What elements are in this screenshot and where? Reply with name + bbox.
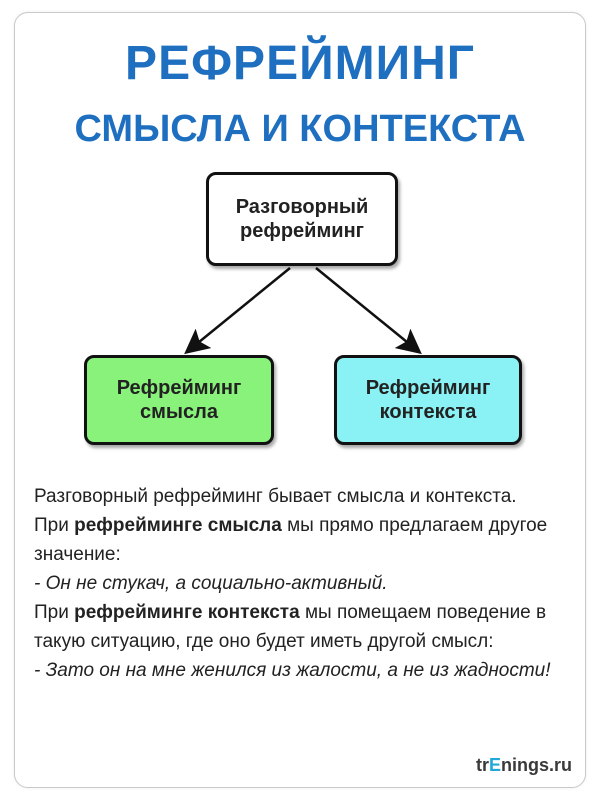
arrow-to-left-node (184, 267, 291, 355)
title-line-1: РЕФРЕЙМИНГ (125, 37, 475, 90)
node-context-reframing: Рефрейминг контекста (334, 355, 522, 445)
paragraph-meaning-example: - Он не стукач, а социально-активный. (34, 569, 574, 598)
title-line-2: СМЫСЛА И КОНТЕКСТА (74, 108, 526, 150)
paragraph-meaning: При рефрейминге смысла мы прямо предлага… (34, 511, 574, 569)
p4-suffix: мы помещаем поведение в такую ситуацию, … (34, 602, 547, 652)
arrow-to-right-node (315, 267, 422, 355)
paragraph-context: При рефрейминге контекста мы помещаем по… (34, 598, 574, 656)
p3-italic: - Он не стукач, а социально-активный. (34, 573, 388, 594)
logo-part-1: tr (475, 755, 489, 775)
p4-bold: рефрейминге контекста (74, 602, 300, 623)
logo-part-3: nings.ru (501, 755, 572, 775)
logo-part-2: E (488, 755, 501, 775)
node-conversational-reframing: Разговорный рефрейминг (206, 172, 398, 266)
node-left-label: Рефрейминг смысла (116, 377, 242, 423)
paragraph-context-example: - Зато он на мне женился из жалости, а н… (34, 656, 574, 685)
site-logo: trEnings.ru (476, 755, 572, 776)
p2-bold: рефрейминге смысла (74, 515, 282, 536)
explanation-text: Разговорный рефрейминг бывает смысла и к… (34, 482, 574, 685)
p5-italic: - Зато он на мне женился из жалости, а н… (34, 660, 551, 681)
p4-prefix: При (34, 602, 75, 623)
node-top-label: Разговорный рефрейминг (235, 196, 369, 242)
node-meaning-reframing: Рефрейминг смысла (84, 355, 274, 445)
paragraph-intro: Разговорный рефрейминг бывает смысла и к… (34, 486, 517, 507)
node-right-label: Рефрейминг контекста (365, 377, 491, 423)
p2-suffix: мы прямо предлагаем другое значение: (34, 515, 548, 565)
p2-prefix: При (34, 515, 75, 536)
